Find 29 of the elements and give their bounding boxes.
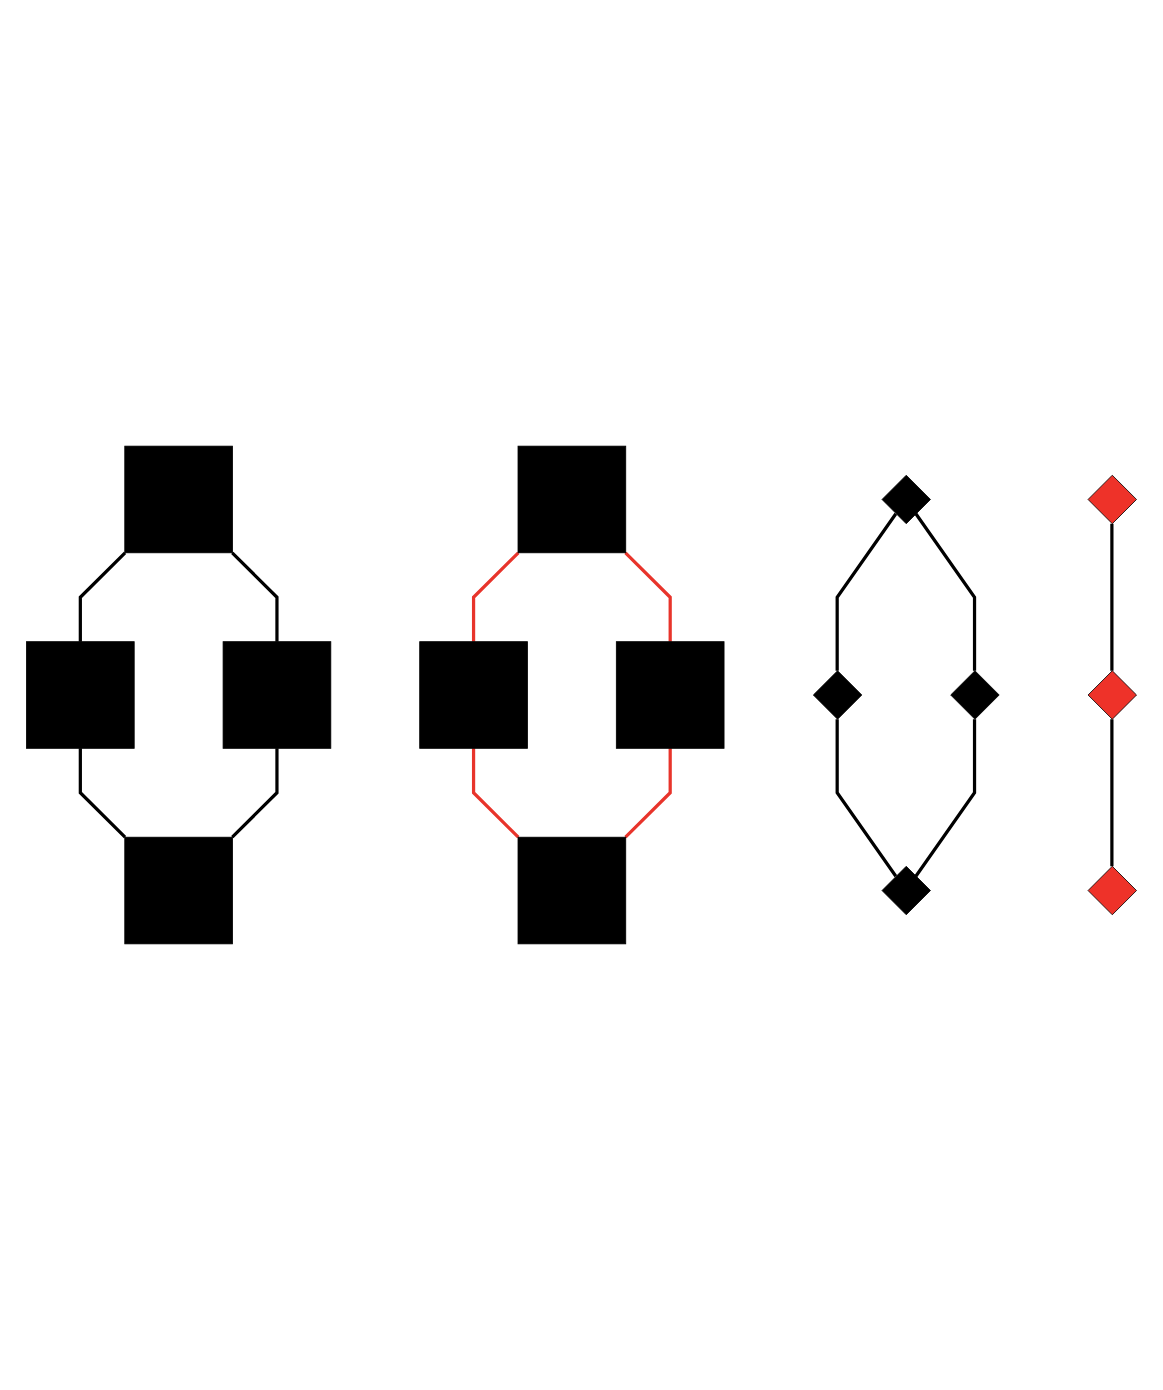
connector	[835, 512, 898, 671]
connector	[835, 719, 898, 878]
node-diamond	[1087, 865, 1137, 916]
connector	[471, 748, 520, 839]
node-box	[124, 445, 233, 554]
node-box	[517, 836, 627, 945]
node-diamond	[1087, 474, 1137, 525]
node-box	[124, 836, 233, 945]
connector	[231, 748, 279, 839]
node-box	[419, 641, 528, 749]
node-diamond	[881, 865, 931, 916]
node-diamond	[1087, 670, 1137, 720]
node-diamond	[881, 474, 931, 525]
node-box	[222, 641, 332, 749]
connector	[914, 512, 977, 671]
connector	[78, 748, 127, 839]
node-diamond	[950, 670, 1000, 720]
node-diamond	[812, 670, 863, 720]
connector	[231, 551, 279, 642]
connector	[1110, 719, 1114, 867]
node-box	[26, 641, 135, 749]
node-box	[615, 641, 725, 749]
connector	[1110, 523, 1114, 671]
connector	[624, 748, 672, 839]
connector	[78, 551, 127, 642]
node-box	[517, 445, 627, 554]
connector	[624, 551, 672, 642]
connector	[471, 551, 520, 642]
connector	[914, 719, 977, 878]
